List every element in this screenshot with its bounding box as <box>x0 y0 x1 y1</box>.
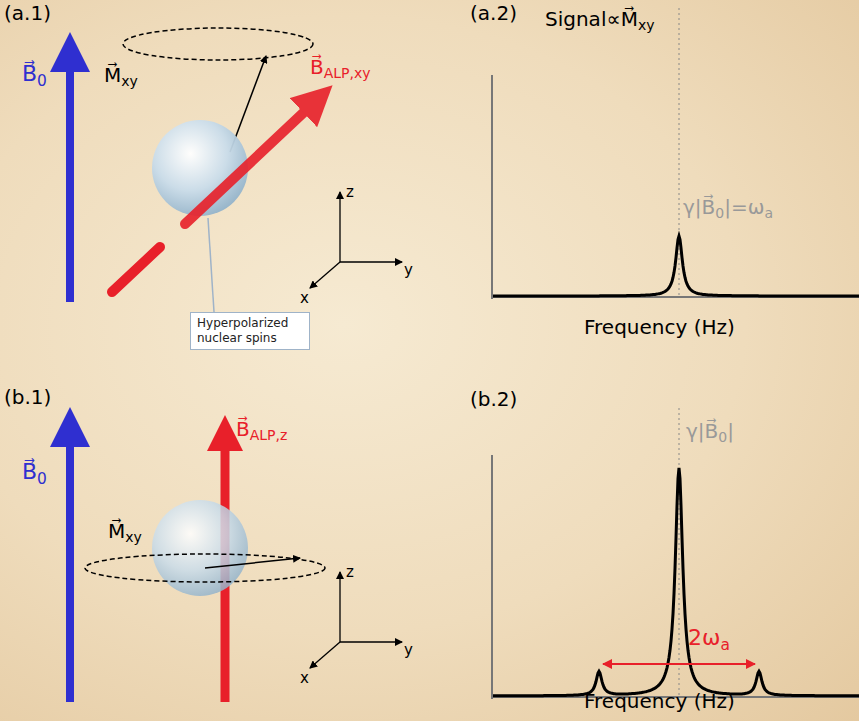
field-label: B⃗0 <box>22 460 47 484</box>
b0-arrow <box>66 427 74 702</box>
plot-title: Signal∝M⃗xy <box>545 8 655 30</box>
axis-label: y <box>404 642 413 659</box>
magnetization-vector <box>205 558 300 568</box>
callout-box: Hyperpolarized nuclear spins <box>190 312 310 350</box>
callout-text: Hyperpolarized nuclear spins <box>197 316 303 346</box>
axis-label: x <box>300 670 309 687</box>
spacing-label: 2ωa <box>688 626 730 650</box>
plot-axes-a <box>491 75 859 299</box>
panel-label: (b.2) <box>470 388 517 410</box>
field-label: B⃗ALP,xy <box>310 56 371 78</box>
field-label: B⃗0 <box>22 62 47 86</box>
axis-label: y <box>404 262 413 279</box>
axes-a <box>310 192 402 288</box>
leader-line <box>208 218 214 312</box>
vector-label: M⃗xy <box>104 64 138 86</box>
alp-arrow <box>185 99 318 224</box>
alp-arrow-back <box>112 247 160 292</box>
axis-label: z <box>346 564 354 581</box>
axis-title: Frequency (Hz) <box>584 316 735 338</box>
axis-label: z <box>346 184 354 201</box>
b0-arrow <box>66 52 74 302</box>
resonance-marker <box>679 8 680 297</box>
panel-label: (b.1) <box>4 386 51 408</box>
resonance-label: γ|B⃗0|=ωa <box>683 196 773 218</box>
resonance-label: γ|B⃗0| <box>686 420 734 442</box>
sideband-spacing-arrow <box>603 663 755 665</box>
precession-ellipse <box>123 28 313 60</box>
field-label: B⃗ALP,z <box>236 418 287 440</box>
spectrum-line <box>493 236 859 296</box>
precession-ellipse <box>85 554 325 582</box>
axis-title: Frequency (Hz) <box>584 690 735 712</box>
axis-label: x <box>300 290 309 307</box>
panel-label: (a.2) <box>470 2 517 24</box>
spin-sphere <box>152 120 248 216</box>
axes-b <box>310 572 402 668</box>
resonance-marker <box>679 408 680 697</box>
plot-axes-b <box>491 455 859 699</box>
spectrum-line <box>493 468 859 696</box>
vector-label: M⃗xy <box>108 520 142 542</box>
panel-label: (a.1) <box>4 2 51 24</box>
